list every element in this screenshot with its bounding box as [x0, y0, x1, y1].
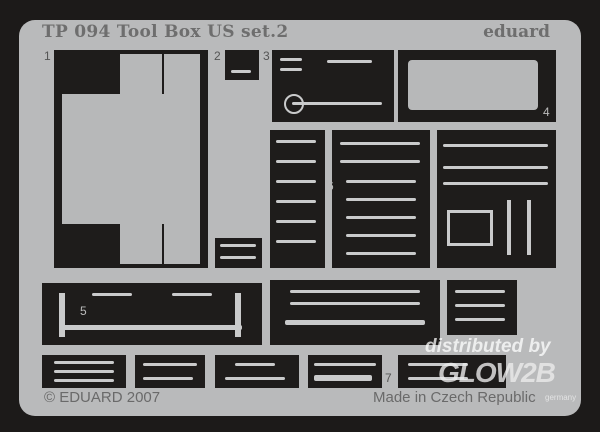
watermark-country: germany: [545, 393, 577, 402]
part-number: 6: [327, 179, 334, 193]
tools-panel: [270, 280, 440, 345]
tools-panel: [308, 355, 382, 388]
tools-panel: [437, 130, 556, 268]
part-number: 5: [80, 304, 87, 318]
tools-panel: [42, 355, 126, 388]
toolbox-lid: [120, 54, 162, 94]
copyright-text: © EDUARD 2007: [44, 389, 161, 406]
toolbox-lid: [164, 54, 200, 94]
part-4-panel: [398, 50, 556, 122]
toolbox-side: [120, 224, 162, 264]
part-7-panel: [398, 355, 506, 388]
tools-panel: [447, 280, 517, 335]
tools-panel: [270, 130, 325, 268]
toolbox-body: [62, 94, 200, 224]
part-number: 1: [44, 49, 51, 63]
fret-title: TP 094 Tool Box US set.2: [42, 22, 289, 42]
part-5-panel: [42, 283, 262, 345]
part-number: 4: [543, 105, 550, 119]
toolbox-side: [164, 224, 200, 264]
tool-tray: [408, 60, 538, 110]
tools-panel: [135, 355, 205, 388]
tools-panel: [215, 238, 262, 268]
part-1-panel: [54, 50, 208, 268]
part-3-panel: [272, 50, 394, 122]
origin-text: Made in Czech Republic: [373, 389, 536, 406]
watermark-distributed-by: distributed by: [425, 336, 551, 357]
brand-logo: eduard: [483, 22, 550, 42]
part-number: 3: [263, 49, 270, 63]
part-number: 2: [214, 49, 221, 63]
part-2-panel: [225, 50, 259, 80]
part-number: 7: [385, 371, 392, 385]
watermark-logo: GLOW2B: [438, 357, 556, 388]
part-6-panel: [332, 130, 430, 268]
tools-panel: [215, 355, 299, 388]
